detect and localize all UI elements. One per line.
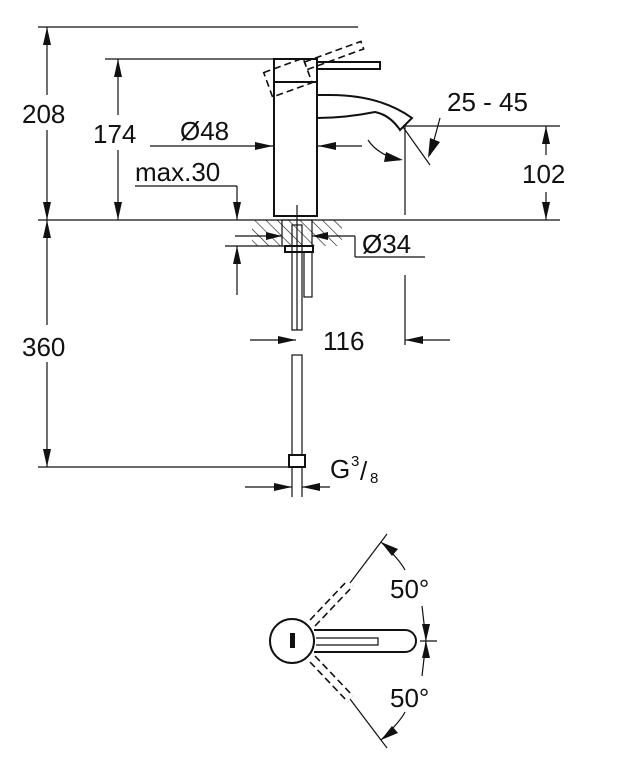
spout-angle-label: 25 - 45 — [447, 87, 528, 117]
dimension-spout-reach: 116 — [250, 326, 450, 356]
spout-height-label: 102 — [522, 159, 565, 189]
dimension-hole-diameter: Ø34 — [235, 229, 425, 259]
dimension-body-diameter: Ø48 — [150, 116, 362, 150]
lever-angle-down-label: 50° — [390, 683, 429, 713]
lever-angle-up-label: 50° — [390, 574, 429, 604]
hole-diameter-label: Ø34 — [362, 229, 411, 259]
thread-numerator: 3 — [351, 453, 359, 470]
body-diameter-label: Ø48 — [180, 116, 229, 146]
thread-denominator: 8 — [370, 470, 378, 487]
dimension-spout-height: 25 - 45 102 — [367, 87, 565, 345]
thread-slash: / — [360, 456, 368, 486]
faucet-plan-view: 50° 50° — [269, 533, 437, 749]
dimension-max-thickness: max.30 — [135, 157, 282, 295]
total-height-label: 208 — [22, 99, 65, 129]
body-height-label: 174 — [93, 119, 136, 149]
faucet-side-view — [252, 40, 414, 468]
dimension-thread: G 3 / 8 — [245, 453, 378, 497]
spout-reach-label: 116 — [323, 326, 364, 356]
thread-label: G — [330, 454, 350, 484]
dimension-total-height — [38, 26, 358, 220]
max-thickness-label: max.30 — [135, 157, 220, 187]
hose-length-label: 360 — [22, 332, 65, 362]
dimension-hose-length: 360 208 174 — [22, 99, 300, 468]
dimension-body-height — [105, 58, 275, 220]
